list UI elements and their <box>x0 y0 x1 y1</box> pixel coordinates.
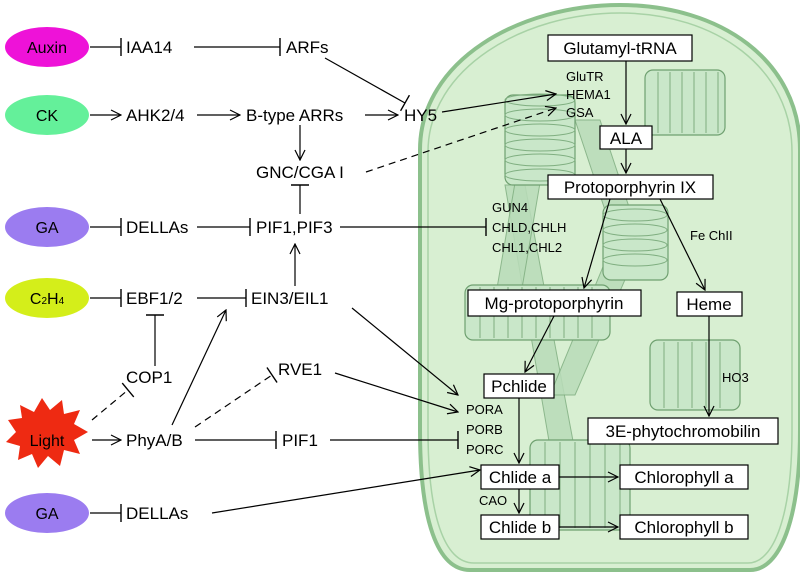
granum-stack <box>602 204 669 281</box>
dellas-activates-chlide <box>211 470 480 514</box>
ga-oval-top <box>5 207 89 247</box>
ho3-label: HO3 <box>722 370 749 385</box>
b-type-arrs-label: B-type ARRs <box>246 106 343 125</box>
phytochromobilin-box <box>587 417 779 445</box>
gsa-label: GSA <box>566 105 594 120</box>
heme-label: Heme <box>686 295 731 314</box>
fe-chii-label: Fe ChII <box>690 228 733 243</box>
c2h4-node: C2H4 <box>5 278 89 318</box>
dellas-label-top: DELLAs <box>126 218 188 237</box>
mg-protoporphyrin-label: Mg-protoporphyrin <box>485 294 624 313</box>
ahk-label: AHK2/4 <box>126 106 185 125</box>
protoporphyrin-box <box>547 174 714 200</box>
gun4-label: GUN4 <box>492 200 528 215</box>
gnc-cga-label: GNC/CGA I <box>256 163 344 182</box>
ebf-label: EBF1/2 <box>126 289 183 308</box>
ein3-activates-pora <box>351 307 458 395</box>
auxin-node: Auxin <box>5 27 89 67</box>
ala-label: ALA <box>610 129 643 148</box>
rve1-activates-pora <box>334 372 458 412</box>
ck-label: CK <box>36 108 59 125</box>
chl1-chl2-label: CHL1,CHL2 <box>492 240 562 255</box>
chlide-b-label: Chlide b <box>489 518 551 537</box>
ga-label-top: GA <box>35 220 58 237</box>
pif1-pif3-label: PIF1,PIF3 <box>256 218 333 237</box>
chlorophyll-biosynthesis: Glutamyl-tRNA GluTR HEMA1 GSA ALA Protop… <box>466 34 779 540</box>
cao-label: CAO <box>479 493 507 508</box>
phytochromobilin-label: 3E-phytochromobilin <box>606 422 761 441</box>
dellas-label-bottom: DELLAs <box>126 504 188 523</box>
chlorophyll-a-box <box>619 464 749 490</box>
phyab-inhibits-rve1 <box>194 367 278 428</box>
ga-label-bottom: GA <box>35 506 58 523</box>
ga-oval-bottom <box>5 493 89 533</box>
mg-protoporphyrin-box <box>467 289 642 317</box>
chlorophyll-b-label: Chlorophyll b <box>634 518 733 537</box>
chld-chlh-label: CHLD,CHLH <box>492 220 566 235</box>
auxin-label: Auxin <box>27 40 67 57</box>
ck-node: CK <box>5 95 89 135</box>
pora-label: PORA <box>466 402 503 417</box>
pchlide-box <box>483 373 555 399</box>
arfs-label: ARFs <box>286 38 329 57</box>
glutr-label: GluTR <box>566 69 604 84</box>
c2h4-oval <box>5 278 89 318</box>
hema1-label: HEMA1 <box>566 87 611 102</box>
granum-stack <box>504 93 576 186</box>
light-label: Light <box>30 433 65 450</box>
chlorophyll-a-label: Chlorophyll a <box>634 468 734 487</box>
arfs-inhibits-hy5 <box>324 57 411 112</box>
ck-oval <box>5 95 89 135</box>
chlorophyll-b-box <box>619 514 749 540</box>
proto-to-heme-arrow <box>659 198 705 290</box>
porb-label: PORB <box>466 422 503 437</box>
granum-stack <box>644 69 726 136</box>
mg-to-pchlide-arrow <box>525 315 555 372</box>
auxin-oval <box>5 27 89 67</box>
iaa14-label: IAA14 <box>126 38 172 57</box>
chlide-a-label: Chlide a <box>489 468 552 487</box>
ga-node-top: GA <box>5 207 89 247</box>
phyab-activates-ein3 <box>171 310 226 426</box>
light-inhibits-cop1 <box>91 382 135 421</box>
protoporphyrin-label: Protoporphyrin IX <box>564 178 696 197</box>
heme-box <box>676 291 743 317</box>
chloroplast-inner-membrane <box>427 12 793 564</box>
rve1-label: RVE1 <box>278 360 322 379</box>
glutamyl-trna-label: Glutamyl-tRNA <box>563 39 677 58</box>
chlide-b-box <box>480 514 560 540</box>
glutamyl-trna-box <box>547 34 693 62</box>
proto-to-mg-arrow <box>584 198 611 288</box>
phyab-label: PhyA/B <box>126 431 183 450</box>
chloroplast <box>418 2 800 572</box>
hy5-activates-glutr <box>441 94 556 113</box>
pif1-label: PIF1 <box>282 431 318 450</box>
signaling-edges <box>90 38 556 522</box>
cop1-label: COP1 <box>126 368 172 387</box>
light-starburst <box>6 398 88 468</box>
light-node: Light <box>6 398 88 468</box>
ein3-eil1-label: EIN3/EIL1 <box>251 289 329 308</box>
granum-stack <box>649 339 741 411</box>
hy5-label: HY5 <box>404 106 437 125</box>
c2h4-label: C2H4 <box>30 291 65 308</box>
porc-label: PORC <box>466 442 504 457</box>
ga-node-bottom: GA <box>5 493 89 533</box>
gnc-activates-gsa <box>365 108 556 173</box>
pchlide-label: Pchlide <box>491 377 547 396</box>
